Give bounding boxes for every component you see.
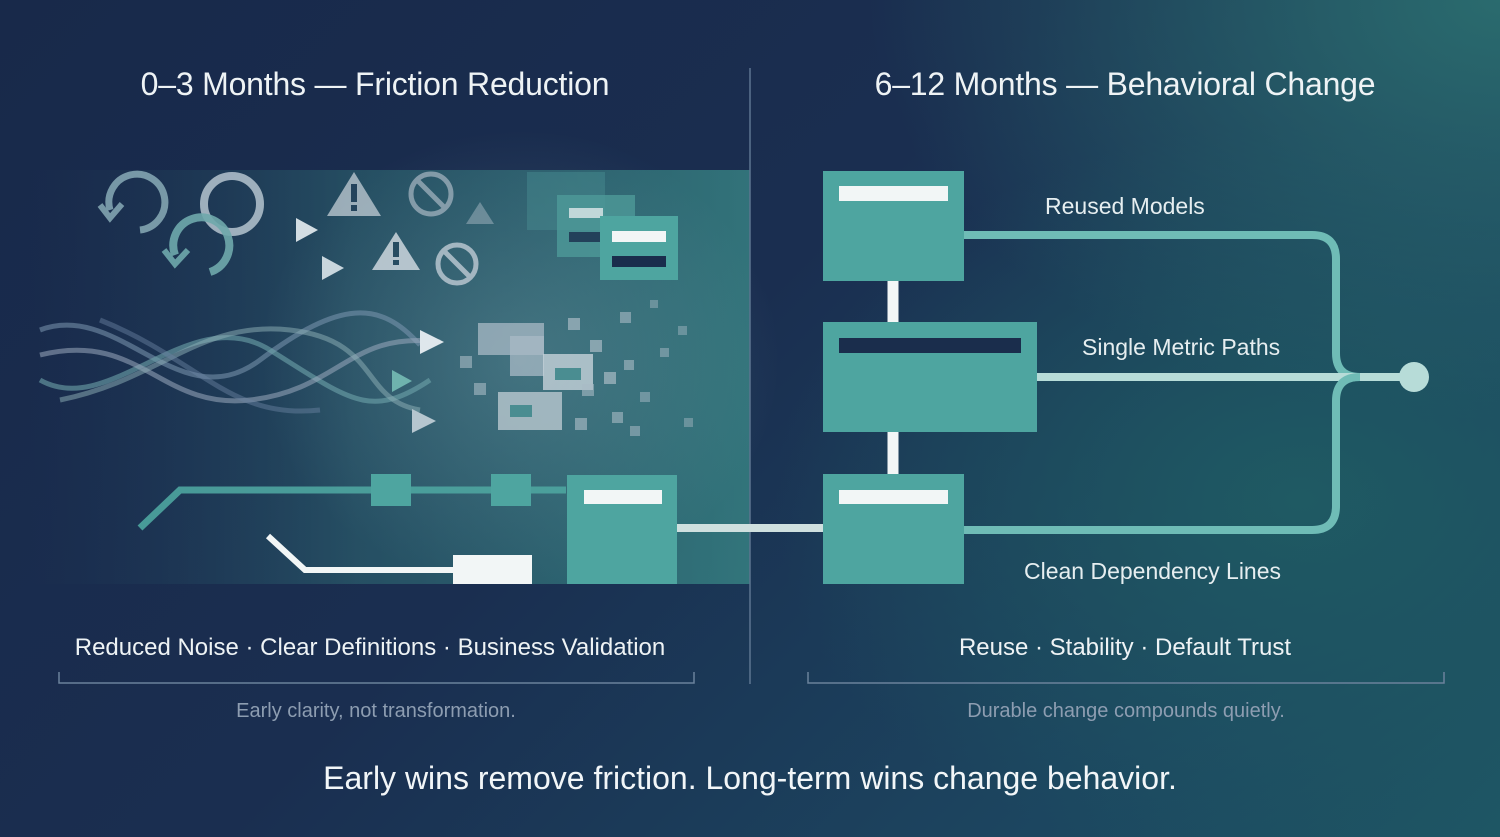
arrow-right-icon <box>420 330 444 354</box>
warning-triangle-icon <box>327 172 381 216</box>
left-note: Early clarity, not transformation. <box>236 700 516 722</box>
loop-arrow-icon <box>97 170 169 234</box>
dependency-connectors <box>887 231 1414 534</box>
arrow-right-icon <box>392 370 412 392</box>
left-column-title: 0–3 Months — Friction Reduction <box>140 66 610 102</box>
footer-summary: Early wins remove friction. Long-term wi… <box>323 760 1177 796</box>
prohibited-icon <box>435 242 479 286</box>
loop-arrow-icon <box>161 213 234 276</box>
label-single-metric-paths: Single Metric Paths <box>1082 334 1281 360</box>
pixel-dissolve <box>460 300 693 436</box>
endpoint-node-icon <box>1399 362 1429 392</box>
tangled-noise-lines <box>38 310 441 414</box>
left-pipeline <box>40 474 823 584</box>
dependency-block <box>823 474 964 584</box>
right-bracket <box>807 672 1445 684</box>
left-bracket <box>58 672 695 684</box>
right-column-title: 6–12 Months — Behavioral Change <box>874 66 1376 102</box>
label-reused-models: Reused Models <box>1045 193 1205 219</box>
right-keywords: Reuse · Stability · Default Trust <box>958 634 1292 661</box>
arrow-right-icon <box>296 218 318 242</box>
warning-triangle-icon <box>372 232 420 270</box>
document-stack <box>527 172 678 280</box>
warning-triangle-icon <box>466 202 494 224</box>
label-clean-dependency-lines: Clean Dependency Lines <box>1024 558 1282 584</box>
metric-path-block <box>823 322 1037 432</box>
arrow-right-icon <box>322 256 344 280</box>
right-note: Durable change compounds quietly. <box>967 700 1285 722</box>
left-keywords: Reduced Noise · Clear Definitions · Busi… <box>74 634 666 661</box>
prohibited-icon <box>408 171 454 217</box>
arrow-right-icon <box>412 409 436 433</box>
reused-model-block <box>823 171 964 281</box>
